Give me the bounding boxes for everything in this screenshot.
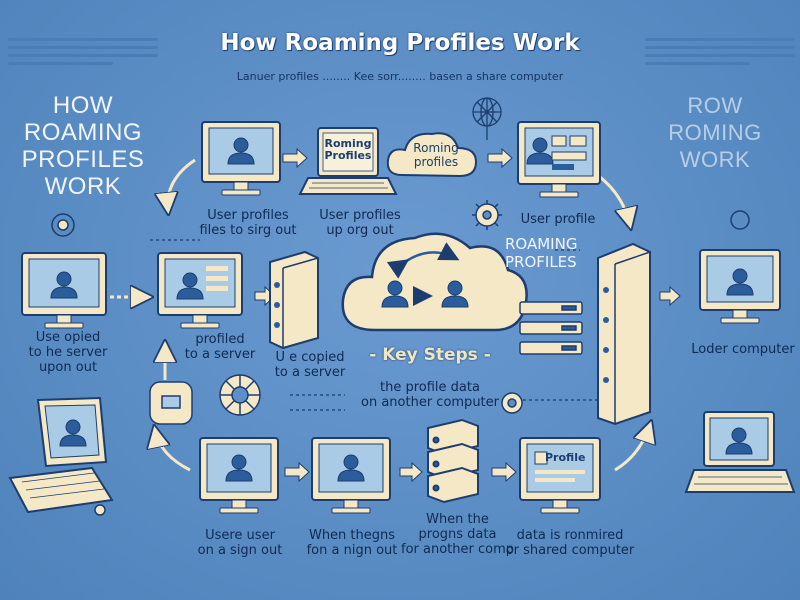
caption-line: User profiles: [319, 208, 401, 223]
caption-profiled: profiled to a server: [170, 332, 270, 362]
key-steps-description-line: the profile data: [380, 380, 480, 395]
side-title-left-line: ROAMING: [23, 119, 143, 146]
monitor-icon: [517, 121, 601, 198]
caption-line: Usere user: [205, 528, 275, 543]
caption-data-shared: data is ronmired or shared computer: [505, 528, 635, 558]
caption-line: Use opied: [35, 330, 101, 345]
server-icon: [427, 418, 479, 504]
laptop-screen-label: Roming Profiles: [320, 138, 376, 162]
server-rack-small: [519, 301, 583, 355]
cloud-label-line: profiles: [413, 155, 459, 169]
cloud-label-line: Roming: [413, 141, 459, 155]
arrow-icon: [614, 425, 650, 472]
caption-line: User profiles: [207, 208, 289, 223]
roaming-profiles-label: ROAMING PROFILES: [505, 235, 615, 271]
laptop-icon: [684, 411, 796, 493]
monitor-screen-label: Profile: [545, 451, 586, 464]
caption-line: fon a nign out: [306, 543, 398, 558]
cloud-label: Roming profiles: [396, 141, 476, 169]
caption-line: to a server: [184, 347, 256, 362]
gear-icon: [51, 210, 750, 237]
server-icon: [597, 242, 651, 426]
monitor-icon: [157, 252, 243, 329]
side-title-right: ROW ROMING WORK: [650, 92, 780, 173]
arrow-icon: [284, 461, 310, 483]
caption-user-profiles-signout: User profiles files to sirg out: [188, 208, 308, 238]
monitor-icon: [21, 252, 107, 329]
key-steps-heading: - Key Steps -: [369, 345, 491, 365]
arrow-icon: [168, 158, 196, 210]
dashed-links: [150, 239, 600, 411]
arrow-icon: [487, 147, 513, 169]
side-title-left-line: PROFILES: [21, 146, 145, 173]
caption-line: for another comp: [401, 542, 514, 557]
cloud-icon: [341, 232, 528, 332]
caption-line: files to sirg out: [199, 223, 297, 238]
laptop-icon: [298, 127, 398, 195]
sync-dial-icon: [149, 374, 261, 425]
caption-line: upon out: [38, 360, 98, 375]
decor-stripes-left: [8, 38, 158, 70]
cloud-icon: [386, 132, 478, 178]
gear-icon: [501, 392, 523, 414]
key-steps-description-line: on another computer: [361, 395, 499, 410]
arrow-icon: [282, 147, 308, 169]
caption-line: to he server: [28, 345, 108, 360]
side-title-left: HOW ROAMING PROFILES WORK: [18, 92, 148, 200]
caption-user-profiles-up: User profiles up org out: [305, 208, 415, 238]
globe-icon: [472, 97, 502, 140]
caption-when-signout: When thegns fon a nign out: [297, 528, 407, 558]
page-subtitle: Lanuer profiles ........ Kee sorr.......…: [236, 70, 564, 83]
caption-line: When thegns: [308, 528, 396, 543]
side-title-left-line: WORK: [44, 173, 122, 200]
side-title-right-line: WORK: [679, 147, 751, 172]
laptop-icon: [8, 396, 114, 514]
laptop-screen-label-line: Profiles: [324, 149, 372, 162]
laptop-screen-label-line: Roming: [324, 137, 372, 150]
roaming-profiles-label-line: PROFILES: [505, 253, 577, 271]
caption-line: When the: [426, 512, 489, 527]
arrow-icon: [659, 285, 681, 307]
caption-line: profiled: [195, 332, 245, 347]
caption-when-progns: When the progns data for another comp: [395, 512, 520, 557]
caption-line: data is ronmired: [516, 528, 624, 543]
monitor-icon: [201, 121, 281, 196]
monitor-icon: [519, 437, 601, 514]
side-title-left-line: HOW: [52, 92, 114, 119]
gear-icon: [472, 200, 502, 230]
decor-stripes-right: [645, 38, 795, 70]
caption-user-signout: Usere user on a sign out: [185, 528, 295, 558]
side-title-right-line: ROMING: [668, 120, 762, 145]
caption-line: or shared computer: [505, 543, 635, 558]
monitor-icon: [699, 249, 781, 324]
caption-line: U e copied: [275, 350, 345, 365]
key-steps-description: the profile data on another computer: [360, 380, 500, 410]
caption-copied-to-server: Use opied to he server upon out: [8, 330, 128, 375]
arrow-icon: [399, 461, 423, 483]
caption-line: on a sign out: [197, 543, 283, 558]
monitor-icon: [199, 437, 279, 514]
roaming-profiles-label-line: ROAMING: [505, 235, 578, 253]
caption-line: progns data: [418, 527, 497, 542]
page-title: How Roaming Profiles Work: [220, 30, 580, 56]
arrow-icon: [155, 430, 191, 472]
side-title-right-line: ROW: [687, 93, 743, 118]
caption-loder-computer: Loder computer: [691, 342, 795, 357]
connector-dot: [94, 504, 106, 516]
server-icon: [269, 250, 319, 350]
monitor-icon: [311, 437, 391, 514]
caption-user-profile: User profile: [520, 212, 596, 227]
arrow-icon: [491, 461, 517, 483]
caption-copied: U e copied to a server: [262, 350, 358, 380]
caption-line: up org out: [326, 223, 394, 238]
caption-line: to a server: [274, 365, 346, 380]
